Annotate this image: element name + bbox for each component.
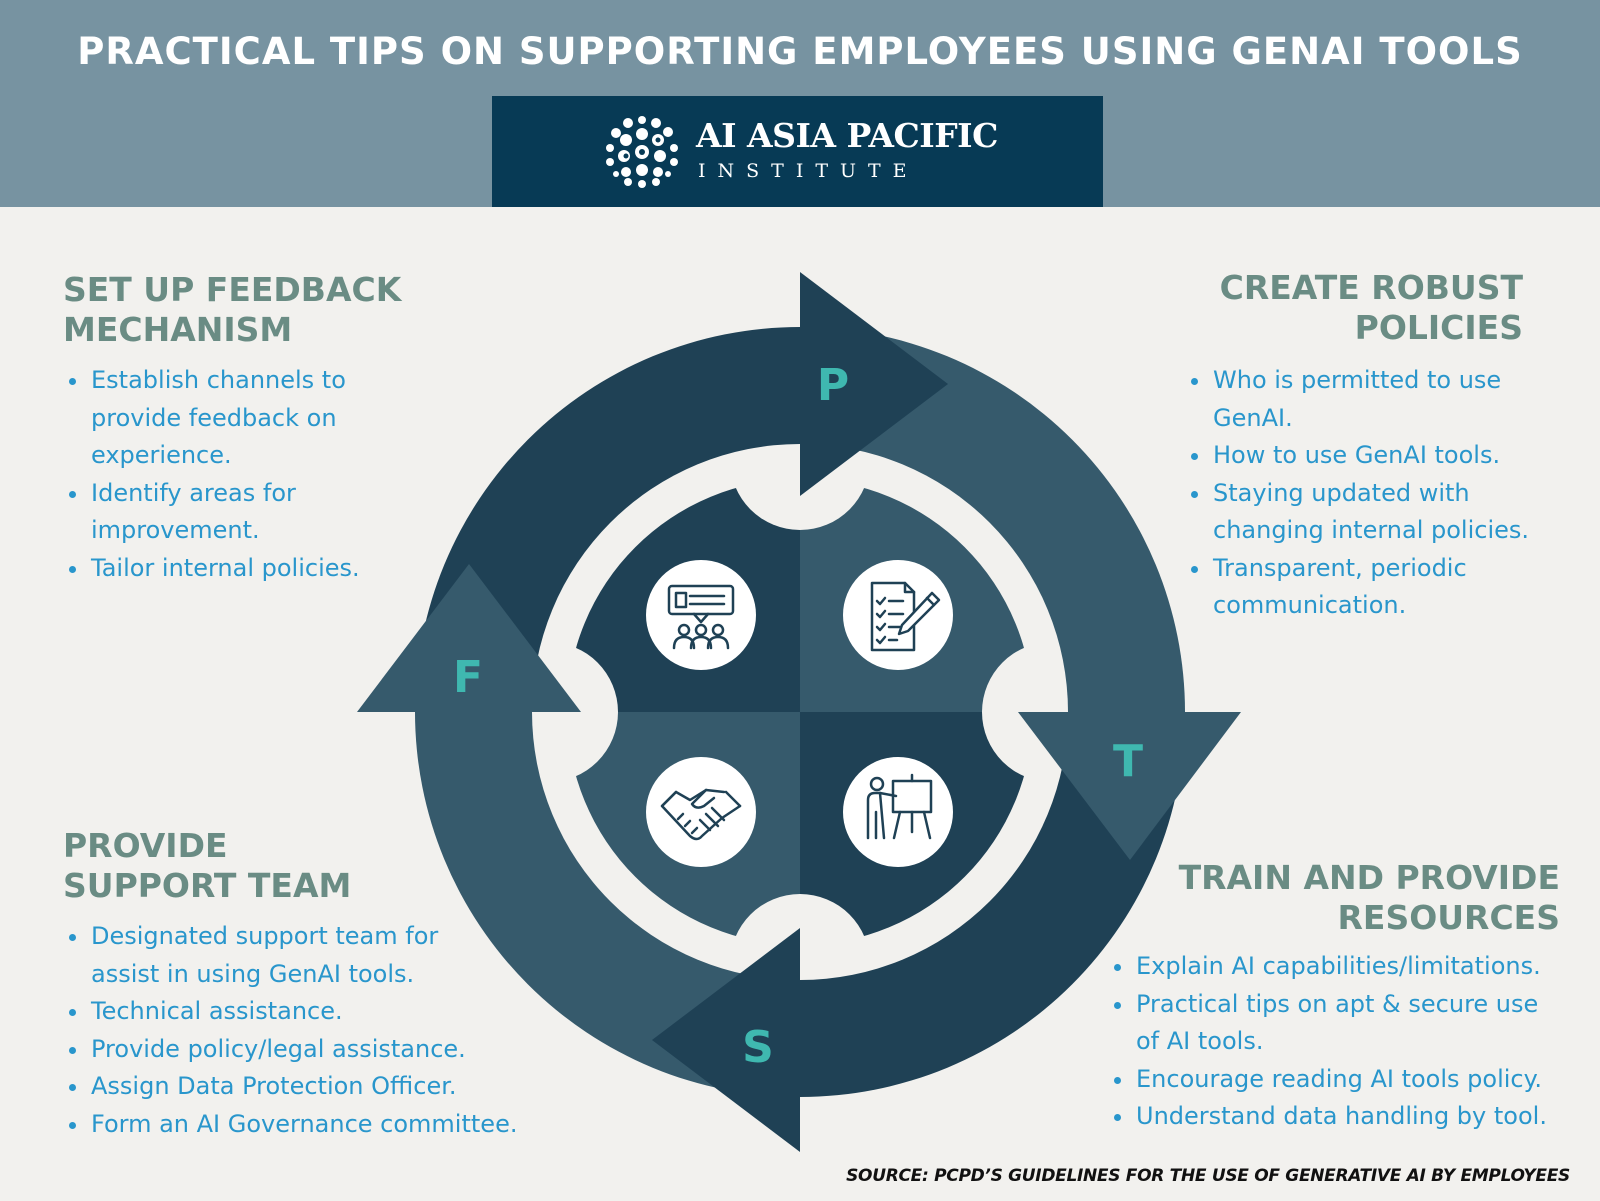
list-item: experience. xyxy=(91,441,232,469)
globe-dots-icon xyxy=(606,116,678,188)
list-item: Tailor internal policies. xyxy=(69,550,503,588)
section-training: TRAIN AND PROVIDE RESOURCES Explain AI c… xyxy=(1090,858,1560,1136)
list-item: How to use GenAI tools. xyxy=(1191,437,1523,475)
list-item: Staying updated with xyxy=(1191,475,1523,513)
list-item: Technical assistance. xyxy=(69,993,583,1031)
list-item: communication. xyxy=(1213,591,1407,619)
list-item: provide feedback on xyxy=(91,403,337,432)
section-title-feedback: SET UP FEEDBACK MECHANISM xyxy=(63,270,402,349)
arrow-head-s xyxy=(652,928,800,1152)
logo-name: AI ASIA PACIFIC xyxy=(696,116,998,155)
list-item: Transparent, periodic xyxy=(1191,550,1523,588)
cycle-letter-t: T xyxy=(1113,736,1143,787)
list-item: changing internal policies. xyxy=(1213,516,1530,544)
arrow-head-t xyxy=(1018,712,1241,860)
page-title: PRACTICAL TIPS ON SUPPORTING EMPLOYEES U… xyxy=(77,30,1523,73)
section-title-training: TRAIN AND PROVIDE RESOURCES xyxy=(1178,858,1560,937)
support-list: Designated support team for assist in us… xyxy=(63,918,583,1143)
section-feedback: SET UP FEEDBACK MECHANISM Establish chan… xyxy=(63,270,503,587)
training-list: Explain AI capabilities/limitations. Pra… xyxy=(1090,948,1560,1136)
arrow-head-p xyxy=(800,272,948,496)
section-policies: CREATE ROBUST POLICIES Who is permitted … xyxy=(1155,268,1530,625)
presentation-audience-icon xyxy=(646,560,756,670)
trainer-board-icon xyxy=(843,757,953,867)
handshake-icon xyxy=(646,757,756,867)
arrow-head-f xyxy=(357,564,581,712)
list-item: Understand data handling by tool. xyxy=(1114,1098,1560,1136)
list-item: Practical tips on apt & secure use xyxy=(1114,986,1560,1024)
list-item: Designated support team for xyxy=(69,918,583,956)
checklist-pen-icon xyxy=(843,560,953,670)
list-item: improvement. xyxy=(91,516,260,544)
cycle-letter-f: F xyxy=(453,652,483,703)
list-item: Establish channels to xyxy=(69,362,503,400)
logo: AI ASIA PACIFIC INSTITUTE xyxy=(492,96,1103,207)
feedback-list: Establish channels to provide feedback o… xyxy=(63,362,503,587)
policies-list: Who is permitted to use GenAI. How to us… xyxy=(1155,362,1530,625)
list-item: of AI tools. xyxy=(1136,1027,1264,1055)
cycle-letter-s: S xyxy=(742,1022,774,1073)
header-banner: PRACTICAL TIPS ON SUPPORTING EMPLOYEES U… xyxy=(0,0,1600,207)
list-item: Encourage reading AI tools policy. xyxy=(1114,1061,1560,1099)
list-item: Explain AI capabilities/limitations. xyxy=(1114,948,1560,986)
list-item: GenAI. xyxy=(1213,403,1293,432)
logo-subtitle: INSTITUTE xyxy=(698,160,919,182)
cycle-letter-p: P xyxy=(817,360,849,411)
list-item: Form an AI Governance committee. xyxy=(69,1106,583,1144)
section-support: PROVIDE SUPPORT TEAM Designated support … xyxy=(63,826,583,1143)
list-item: Provide policy/legal assistance. xyxy=(69,1031,583,1069)
list-item: assist in using GenAI tools. xyxy=(91,959,415,988)
source-note: SOURCE: PCPD’S GUIDELINES FOR THE USE OF… xyxy=(846,1166,1570,1186)
section-title-support: PROVIDE SUPPORT TEAM xyxy=(63,826,352,905)
list-item: Identify areas for xyxy=(69,475,503,513)
list-item: Assign Data Protection Officer. xyxy=(69,1068,583,1106)
list-item: Who is permitted to use xyxy=(1191,362,1523,400)
section-title-policies: CREATE ROBUST POLICIES xyxy=(1219,268,1523,347)
